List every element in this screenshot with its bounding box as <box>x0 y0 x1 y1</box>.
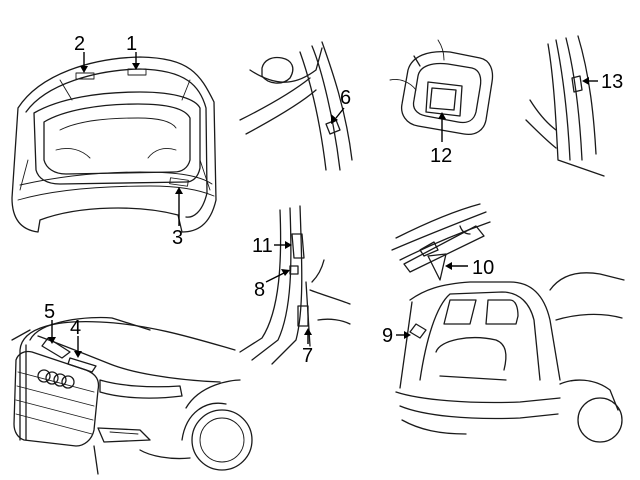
callout-label-12: 12 <box>430 145 452 167</box>
callout-label-7: 7 <box>302 345 313 367</box>
callout-9: 9 <box>382 325 411 347</box>
callout-1: 1 <box>126 33 140 70</box>
callout-label-13: 13 <box>601 71 623 93</box>
pillar-illustration-6 <box>239 41 353 171</box>
callout-8: 8 <box>254 269 290 301</box>
callout-label-2: 2 <box>74 33 85 55</box>
fuel-door-illustration <box>389 39 494 136</box>
callout-13: 13 <box>582 71 623 93</box>
door-trim-illustration <box>391 203 491 281</box>
callout-11: 11 <box>252 235 292 257</box>
callout-label-3: 3 <box>172 227 183 249</box>
callout-12: 12 <box>430 112 452 167</box>
callout-label-6: 6 <box>340 87 351 109</box>
b-pillar-illustration <box>239 205 351 365</box>
hood-illustration <box>11 56 217 233</box>
callout-label-11: 11 <box>252 235 273 257</box>
callout-5: 5 <box>44 301 56 344</box>
callout-label-4: 4 <box>70 317 81 339</box>
pillar-illustration-13 <box>525 35 605 177</box>
callout-6: 6 <box>331 87 351 124</box>
rear-hatch-illustration <box>395 272 625 443</box>
front-vehicle-illustration <box>11 316 253 475</box>
callout-10: 10 <box>445 257 494 279</box>
callout-4: 4 <box>70 317 82 358</box>
callout-label-5: 5 <box>44 301 55 323</box>
callout-label-10: 10 <box>472 257 494 279</box>
callout-label-9: 9 <box>382 325 393 347</box>
callout-label-8: 8 <box>254 279 265 301</box>
callout-7: 7 <box>302 328 313 367</box>
callout-label-1: 1 <box>126 33 137 55</box>
callout-2: 2 <box>74 33 88 73</box>
callout-3: 3 <box>172 187 183 249</box>
